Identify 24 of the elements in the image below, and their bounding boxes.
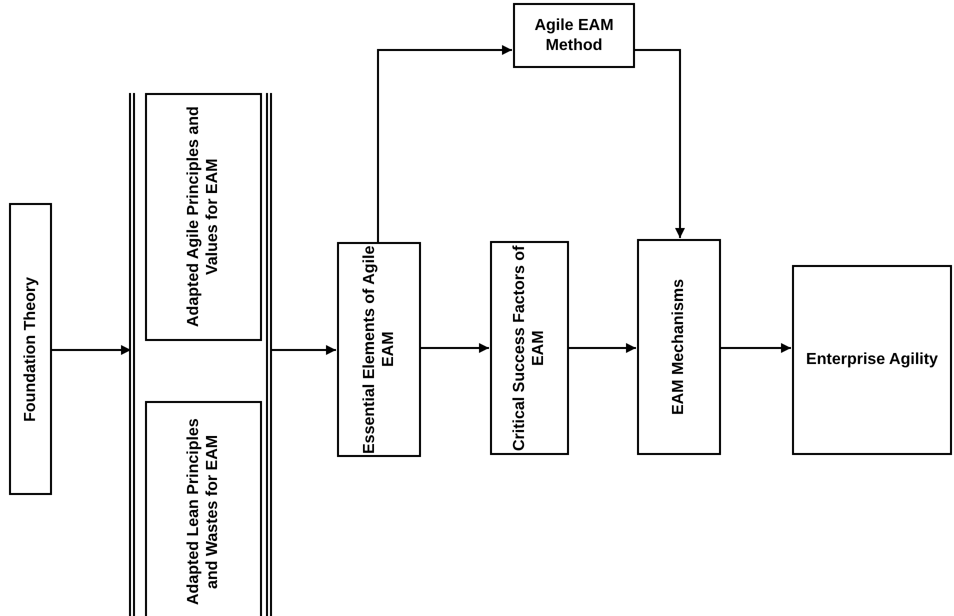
arrow <box>272 345 336 355</box>
process-box <box>337 242 421 457</box>
box-label: Critical Success Factors of EAM <box>510 244 548 453</box>
process-box <box>145 93 262 341</box>
process-box <box>145 401 262 616</box>
box-label: Adapted Lean Principles and Wastes for EAM <box>184 418 222 608</box>
arrow <box>569 343 636 353</box>
process-box <box>792 265 952 455</box>
box-label: Adapted Agile Principles and Values for EAM <box>184 106 222 330</box>
box-label: Agile EAM Method <box>533 16 615 55</box>
process-box <box>637 239 721 455</box>
box-label: EAM Mechanisms <box>669 278 688 416</box>
box-label: Essential Elements of Agile EAM <box>360 244 398 455</box>
process-box <box>490 241 569 455</box>
box-label: Foundation Theory <box>20 276 40 422</box>
arrow <box>52 345 131 355</box>
arrow <box>721 343 791 353</box>
arrow <box>635 49 685 238</box>
double-line-band <box>129 93 272 616</box>
process-box <box>513 3 635 68</box>
arrow <box>421 343 489 353</box>
process-box <box>9 203 52 495</box>
box-label: Enterprise Agility <box>806 350 938 370</box>
arrow <box>377 45 512 242</box>
